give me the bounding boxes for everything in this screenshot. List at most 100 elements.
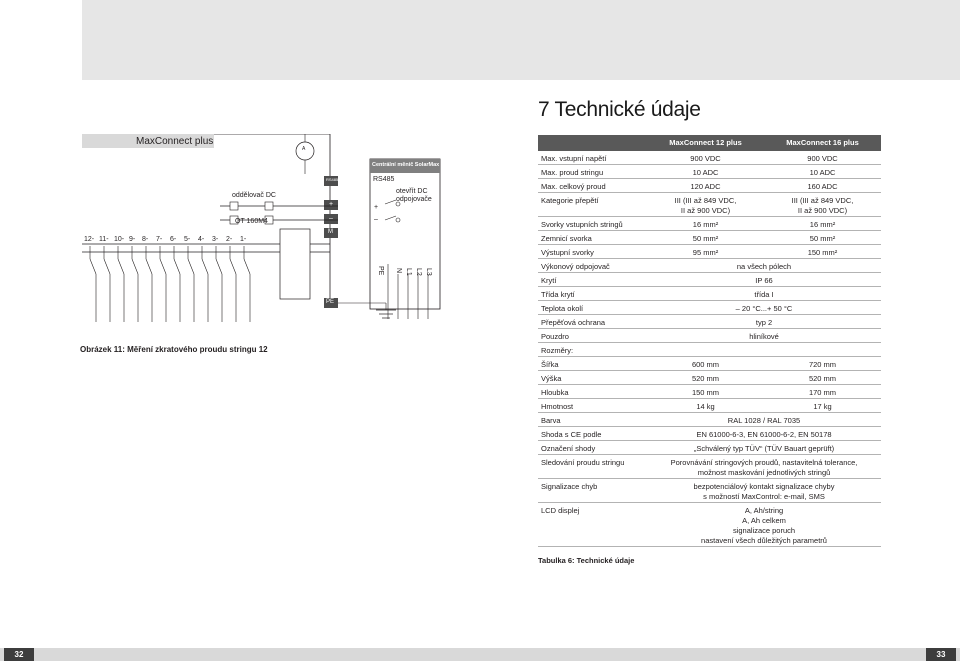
mains-label-l3: L3 [425, 268, 432, 276]
row-label: Max. celkový proud [541, 182, 606, 191]
minus-terminal: – [329, 215, 333, 222]
row-label: Šířka [541, 360, 559, 369]
table-header-row: MaxConnect 12 plus MaxConnect 16 plus [538, 135, 881, 151]
row-value-maxconnect-16: 520 mm [808, 374, 837, 383]
string-label-4: 4- [198, 236, 205, 243]
string-label-9: 9- [129, 236, 136, 243]
row-value-maxconnect-16: 900 VDC [807, 154, 838, 163]
open-disconnector-label-2: odpojovače [396, 196, 432, 203]
row-value-maxconnect-12: 600 mm [691, 360, 720, 369]
string-label-10: 10- [114, 236, 125, 243]
table-header-maxconnect-12: MaxConnect 12 plus [669, 138, 742, 147]
row-value-maxconnect-16: III (III až 849 VDC, II až 900 VDC) [791, 196, 854, 215]
row-value-both: třída I [754, 290, 774, 299]
row-label: Svorky vstupních stringů [541, 220, 623, 229]
row-label: Výška [541, 374, 562, 383]
row-value-maxconnect-12: 120 ADC [690, 182, 721, 191]
string-line [243, 246, 251, 322]
table-row: Šířka 600 mm 720 mm [538, 357, 881, 371]
table-row: Přepěťová ochrana typ 2 [538, 315, 881, 329]
rs485-terminal: RS485 [326, 177, 339, 182]
string-label-6: 6- [170, 236, 177, 243]
plus-terminal: + [329, 201, 334, 208]
table-row: Svorky vstupních stringů 16 mm² 16 mm² [538, 217, 881, 231]
row-value-both: „Schválený typ TÜV“ (TÜV Bauart geprüft) [693, 444, 835, 453]
row-value-maxconnect-12: III (III až 849 VDC, II až 900 VDC) [674, 196, 737, 215]
row-value-both: hliníkové [749, 332, 779, 341]
row-label: Výkonový odpojovač [541, 262, 610, 271]
mains-label-l1: L1 [405, 268, 412, 276]
string-line [187, 246, 195, 322]
row-label: Barva [541, 416, 561, 425]
mains-label-n: N [395, 268, 402, 274]
string-line [215, 246, 223, 322]
wiring-diagram: MaxConnect plus A oddělovač DC OT 160M4 … [80, 134, 450, 324]
row-value-maxconnect-12: 14 kg [696, 402, 715, 411]
string-lines [89, 246, 251, 322]
top-band [82, 0, 960, 80]
row-value-maxconnect-12: 520 mm [691, 374, 720, 383]
row-value-maxconnect-12: 16 mm² [692, 220, 719, 229]
row-value-maxconnect-12: 10 ADC [692, 168, 719, 177]
string-line [131, 246, 139, 322]
row-value-maxconnect-16: 170 mm [808, 388, 837, 397]
page-number-right: 33 [926, 648, 956, 661]
pe-terminal: PE [326, 299, 335, 305]
row-value-both: typ 2 [755, 318, 773, 327]
mains-label-l2: L2 [415, 268, 422, 276]
row-value-maxconnect-16: 10 ADC [809, 168, 836, 177]
inverter-minus: – [374, 216, 378, 223]
table-row: Max. proud stringu 10 ADC 10 ADC [538, 165, 881, 179]
row-value-maxconnect-16: 720 mm [808, 360, 837, 369]
row-label: Signalizace chyb [541, 482, 598, 491]
table-row: Označení shody„Schválený typ TÜV“ (TÜV B… [538, 441, 881, 455]
page-number-left: 32 [4, 648, 34, 661]
row-value-maxconnect-12: 900 VDC [690, 154, 721, 163]
row-value-both: – 20 °C...+ 50 °C [735, 304, 793, 313]
inverter-header-bg [370, 159, 440, 173]
row-value-maxconnect-16: 16 mm² [809, 220, 836, 229]
technical-data-table: MaxConnect 12 plus MaxConnect 16 plus Ma… [538, 135, 881, 547]
fuse-label: OT 160M4 [235, 218, 268, 225]
m-terminal: M [328, 229, 333, 235]
string-line [145, 246, 153, 322]
ammeter-label: A [302, 146, 306, 152]
figure-caption: Obrázek 11: Měření zkratového proudu str… [80, 345, 268, 354]
row-label: Max. vstupní napětí [541, 154, 607, 163]
footer-band [0, 648, 960, 661]
row-label: Zemnicí svorka [541, 234, 592, 243]
maxconnect-title-bg [82, 134, 214, 148]
string-label-11: 11- [99, 236, 109, 243]
inverter-plus: + [374, 204, 379, 211]
open-disconnector-label-1: otevřít DC [396, 188, 428, 195]
row-value-both [647, 343, 881, 356]
table-row: Výška 520 mm 520 mm [538, 371, 881, 385]
table-body: Max. vstupní napětí 900 VDC 900 VDC Max. pr… [538, 151, 881, 547]
row-value-both: Porovnávání stringových proudů, nastavit… [670, 458, 858, 477]
table-row: Teplota okolí– 20 °C...+ 50 °C [538, 301, 881, 315]
disconnector-label: oddělovač DC [232, 192, 276, 199]
string-line [103, 246, 111, 322]
maxconnect-title: MaxConnect plus [136, 136, 214, 147]
row-label: Rozměry: [541, 346, 574, 355]
row-value-both: A, Ah/string A, Ah celkem signalizace po… [701, 506, 827, 545]
string-line [89, 246, 97, 322]
table-row: Rozměry: [538, 343, 881, 357]
string-label-12: 12- [84, 236, 95, 243]
row-value-maxconnect-16: 150 mm² [807, 248, 838, 257]
row-label: Max. proud stringu [541, 168, 604, 177]
string-line [117, 246, 125, 322]
row-label: Přepěťová ochrana [541, 318, 606, 327]
